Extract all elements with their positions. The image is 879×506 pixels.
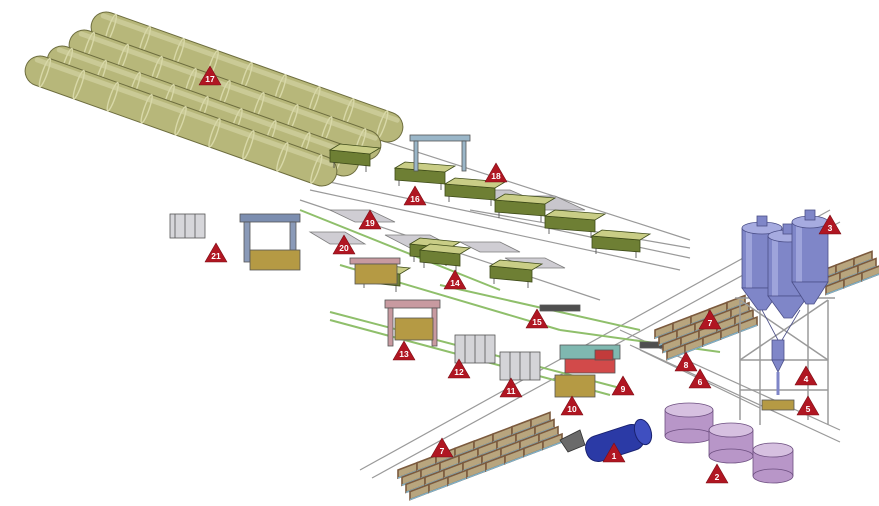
marker-label: 19 [365, 218, 375, 228]
slurry-tank-1 [665, 403, 713, 443]
marker-label: 21 [211, 251, 221, 261]
tilting-crane [455, 335, 495, 363]
marker-2: 2 [706, 464, 728, 483]
marker-label: 7 [708, 318, 713, 328]
marker-label: 20 [339, 243, 349, 253]
marker-18: 18 [485, 163, 507, 182]
marker-11: 11 [500, 378, 522, 397]
stacking-crane [350, 258, 400, 284]
packing-machine [170, 214, 300, 270]
demolding-crane [500, 352, 540, 380]
marker-9: 9 [612, 376, 634, 395]
block-conveyor [540, 305, 580, 311]
rack-a [460, 242, 520, 252]
marker-label: 5 [806, 404, 811, 414]
cake-cart-8 [490, 260, 542, 288]
marker-13: 13 [393, 341, 415, 360]
rack-20 [310, 232, 365, 244]
marker-5: 5 [797, 396, 819, 415]
marker-label: 15 [532, 317, 542, 327]
silo-3 [792, 210, 828, 304]
marker-label: 14 [450, 278, 460, 288]
marker-label: 6 [698, 377, 703, 387]
marker-15: 15 [526, 309, 548, 328]
marker-label: 13 [399, 349, 409, 359]
marker-14: 14 [444, 270, 466, 289]
marker-label: 3 [828, 223, 833, 233]
marker-10: 10 [561, 396, 583, 415]
pre-curing-block [555, 375, 595, 397]
pouring-machine [560, 345, 620, 373]
marker-label: 11 [507, 386, 516, 396]
marker-4: 4 [795, 366, 817, 385]
marker-label: 9 [621, 384, 626, 394]
marker-16: 16 [404, 186, 426, 205]
slurry-tank-3 [753, 443, 793, 483]
marker-label: 1 [612, 451, 617, 461]
marker-label: 8 [684, 360, 689, 370]
marker-label: 7 [440, 446, 445, 456]
silo-cylinders [742, 210, 828, 318]
marker-label: 4 [804, 374, 809, 384]
slurry-tank-2 [709, 423, 753, 463]
marker-label: 2 [715, 472, 720, 482]
cutting-machine [385, 300, 440, 346]
marker-7: 7 [431, 438, 453, 457]
marker-label: 12 [454, 367, 464, 377]
marker-21: 21 [205, 243, 227, 262]
rack-19 [330, 210, 395, 222]
slurry-tanks [665, 403, 793, 483]
marker-label: 10 [567, 404, 577, 414]
mill-hopper [560, 430, 585, 452]
marker-6: 6 [689, 369, 711, 388]
mixer-base [762, 400, 794, 410]
marker-label: 16 [410, 194, 420, 204]
marker-label: 17 [205, 74, 215, 84]
marker-label: 18 [491, 171, 501, 181]
mold-tray-lower [398, 412, 562, 499]
cake-cart-5 [592, 230, 650, 258]
